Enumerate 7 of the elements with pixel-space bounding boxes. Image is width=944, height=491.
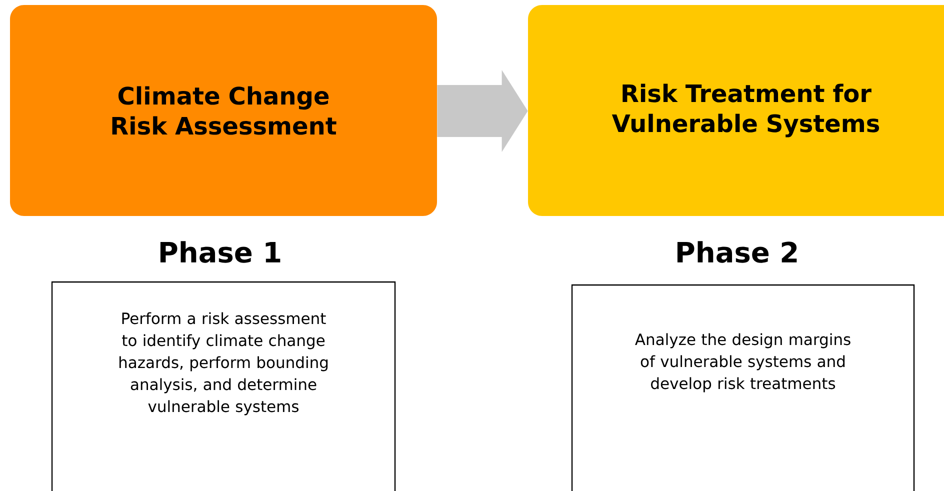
block-arrow xyxy=(437,70,528,152)
description-text: Perform a risk assessment to identify climate change hazards, perform bounding analysis, and determine vulnerable systems xyxy=(119,312,328,416)
phase-box: Climate Change Risk Assessment xyxy=(10,5,437,216)
phase-heading: Phase 2 xyxy=(677,241,797,263)
description-text: Analyze the design margins of vulnerable systems and develop risk treatments xyxy=(635,333,850,392)
phase-heading: Phase 1 xyxy=(160,241,280,263)
phase-box: Risk Treatment for Vulnerable Systems xyxy=(528,5,944,216)
